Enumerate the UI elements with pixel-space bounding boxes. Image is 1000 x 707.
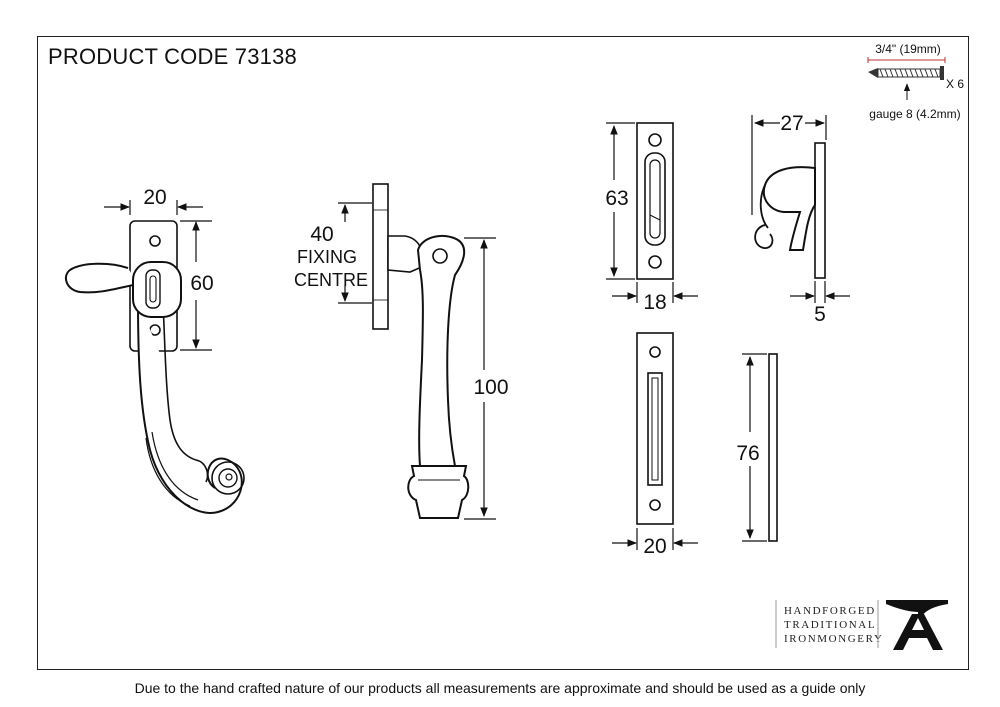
side-foot	[407, 465, 470, 519]
mortice-plate-view	[636, 332, 674, 525]
handle-length-label: 100	[473, 376, 508, 399]
handle-side-dims	[338, 202, 496, 520]
screw-length-label: 3/4" (19mm)	[875, 42, 941, 56]
keep-height-label: 63	[605, 187, 628, 210]
handle-side-view	[372, 183, 470, 519]
brand-line3: IRONMONGERY	[784, 633, 884, 645]
handle-front-view	[64, 220, 245, 514]
mortice-side-view	[768, 353, 778, 542]
pivot-hole	[432, 248, 448, 264]
keep-width-label: 18	[643, 291, 666, 314]
keep-side-dims	[751, 115, 850, 303]
fixing-label-line2: CENTRE	[294, 270, 368, 290]
keep-plate-view	[636, 122, 674, 280]
mortice-plate-dims	[612, 528, 698, 550]
fixing-label-line1: FIXING	[297, 247, 357, 267]
mortice-height-label: 76	[736, 442, 759, 465]
side-arm	[416, 234, 466, 467]
fixing-hole	[149, 235, 161, 247]
fixing-hole	[648, 255, 662, 269]
scroll-end	[211, 461, 245, 495]
side-backplate	[372, 183, 389, 330]
keep-thickness-label: 5	[814, 303, 826, 326]
brand-line2: TRADITIONAL	[784, 619, 876, 631]
handle-height-label: 60	[190, 272, 213, 295]
mortice-width-label: 20	[643, 535, 666, 558]
screw-gauge-label: gauge 8 (4.2mm)	[869, 107, 960, 121]
mortice-side-dims	[742, 353, 767, 542]
brand-logo: HANDFORGED TRADITIONAL IRONMONGERY	[775, 600, 948, 650]
fixing-hole	[649, 499, 661, 511]
handle-front-dims	[104, 200, 212, 351]
mortice-side-plate	[768, 353, 778, 542]
handle-thumb-lever	[64, 262, 139, 294]
keep-plate-dims	[606, 122, 698, 303]
fixing-hole	[649, 346, 661, 358]
screw-quantity: X 6	[946, 77, 964, 91]
keep-side-plate	[814, 142, 826, 279]
brand-line1: HANDFORGED	[784, 605, 876, 617]
screw-spec: 3/4" (19mm) X 6 gauge 8 (4.2mm)	[867, 42, 964, 121]
fixing-centre-value: 40	[310, 223, 333, 246]
drawing-frame	[37, 36, 969, 670]
keep-projection-label: 27	[780, 112, 803, 135]
screw-icon	[868, 66, 944, 80]
handle-width-label: 20	[143, 186, 166, 209]
product-code-title: PRODUCT CODE 73138	[48, 44, 297, 69]
keep-side-view	[754, 142, 826, 279]
anvil-icon	[886, 600, 948, 650]
fixing-hole	[648, 133, 662, 147]
handle-arm	[137, 299, 243, 514]
keep-hook	[762, 166, 816, 251]
footer-disclaimer: Due to the hand crafted nature of our pr…	[134, 680, 866, 696]
